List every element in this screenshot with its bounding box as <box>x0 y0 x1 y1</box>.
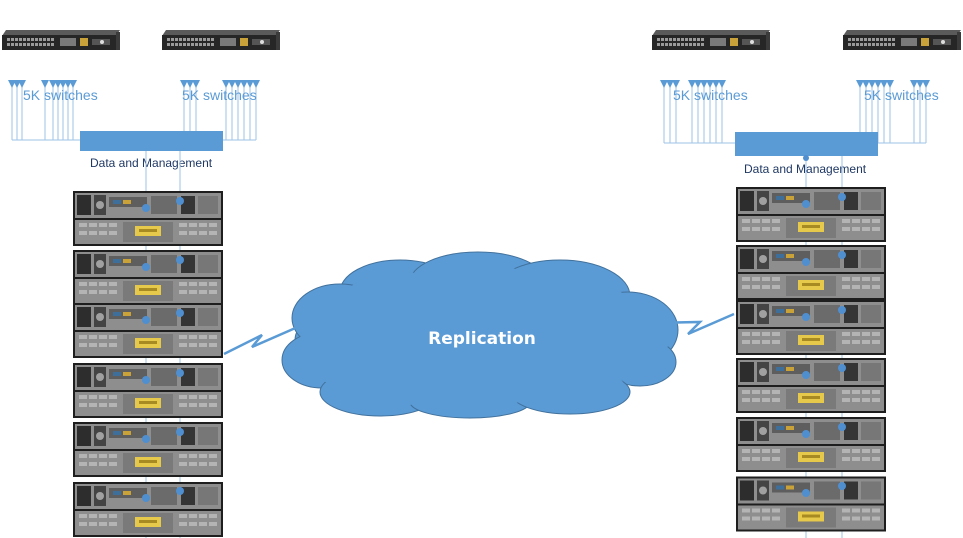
left-switch1-uplinks <box>11 84 80 141</box>
bus-connector-dot <box>803 155 809 161</box>
server-node-icon <box>736 417 886 472</box>
server-node-icon <box>736 245 886 300</box>
right-switch2-uplinks <box>859 84 927 144</box>
server-node-icon <box>73 191 223 246</box>
switch-group-label: 5K switches <box>182 87 257 103</box>
network-switch-icon <box>162 30 280 50</box>
server-node-icon <box>736 300 886 355</box>
right-server-rack <box>736 187 886 532</box>
left-site: 5K switches 5K switches Data and Managem… <box>2 30 280 538</box>
left-connector-dots <box>142 197 184 502</box>
data-management-label: Data and Management <box>744 162 867 176</box>
cloud-label: Replication <box>428 329 536 349</box>
data-management-bus <box>735 132 878 156</box>
server-node-icon <box>73 422 223 477</box>
right-switch1-uplinks <box>663 84 735 144</box>
switch-group-label: 5K switches <box>23 87 98 103</box>
server-node-icon <box>73 363 223 418</box>
server-node-icon <box>736 476 886 532</box>
server-node-icon <box>736 187 886 242</box>
server-node-icon <box>736 358 886 413</box>
server-node-icon <box>73 303 223 358</box>
server-node-icon <box>73 482 223 537</box>
lightning-link-icon <box>223 324 301 356</box>
data-management-label: Data and Management <box>90 156 213 170</box>
right-site: 5K switches 5K switches Data and Managem… <box>652 30 961 538</box>
server-node-icon <box>73 250 223 305</box>
network-switch-icon <box>843 30 961 50</box>
left-server-rack <box>73 191 223 537</box>
cloud-icon <box>281 251 679 419</box>
switch-group-label: 5K switches <box>673 87 748 103</box>
network-switch-icon <box>2 30 120 50</box>
lightning-link-icon <box>651 312 735 336</box>
left-switch2-uplinks <box>183 84 257 141</box>
switch-group-label: 5K switches <box>864 87 939 103</box>
network-switch-icon <box>652 30 770 50</box>
right-connector-dots <box>802 193 846 497</box>
data-management-bus <box>80 131 223 151</box>
